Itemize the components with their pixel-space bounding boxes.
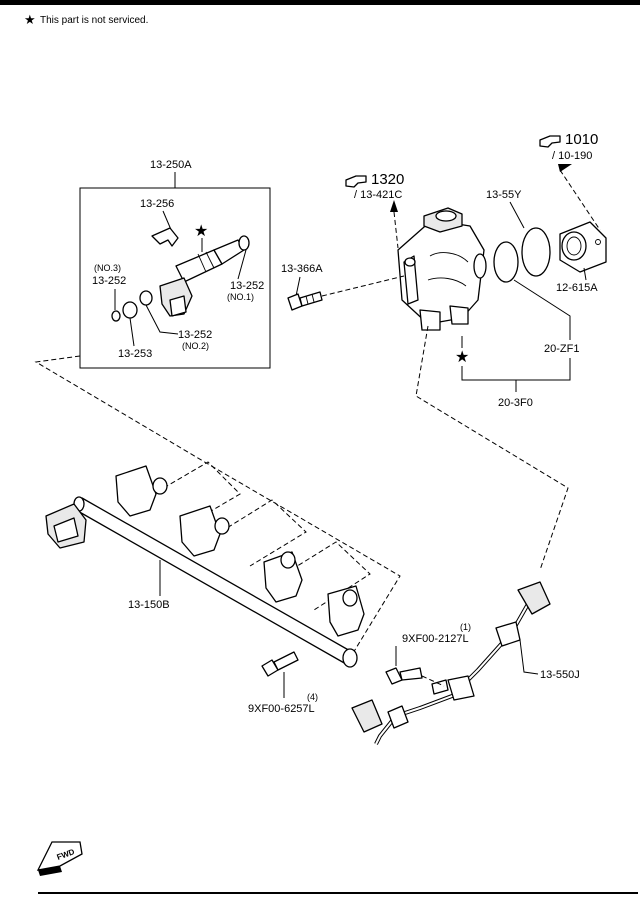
label-no3: (NO.3) bbox=[94, 263, 121, 273]
qty-4: (4) bbox=[307, 692, 318, 702]
lifter-12-615A bbox=[559, 221, 607, 273]
label-13-252-no2: 13-252 bbox=[178, 329, 212, 341]
label-13-253: 13-253 bbox=[118, 348, 152, 360]
label-20-3F0: 20-3F0 bbox=[498, 397, 533, 409]
arrow-1010 bbox=[558, 164, 572, 172]
note-star: ★ bbox=[24, 12, 36, 27]
label-13-256: 13-256 bbox=[140, 198, 174, 210]
star-injector: ★ bbox=[194, 223, 208, 240]
bolt-9XF00-6257L bbox=[261, 651, 299, 677]
label-12-615A: 12-615A bbox=[556, 282, 598, 294]
oring-13-55Y bbox=[521, 227, 551, 277]
washer-13-253 bbox=[122, 301, 138, 319]
qty-1: (1) bbox=[460, 622, 471, 632]
oring-20-ZF1 bbox=[493, 241, 519, 283]
star-pump: ★ bbox=[455, 349, 469, 366]
ref-1010: 1010 bbox=[565, 131, 598, 148]
oring-no3 bbox=[111, 310, 121, 322]
top-rule bbox=[0, 0, 640, 5]
note-text: This part is not serviced. bbox=[40, 15, 148, 26]
label-9XF00-6257L: 9XF00-6257L bbox=[248, 703, 315, 715]
high-pressure-pump bbox=[397, 207, 487, 331]
label-no2: (NO.2) bbox=[182, 341, 209, 351]
label-13-550J: 13-550J bbox=[540, 669, 580, 681]
label-13-252-no3: 13-252 bbox=[92, 275, 126, 287]
arrow-1320 bbox=[390, 200, 398, 212]
injector bbox=[159, 235, 250, 317]
oring-no2 bbox=[139, 290, 153, 306]
hand-pointer-icon-1010 bbox=[539, 135, 561, 148]
hand-pointer-icon-1320 bbox=[345, 175, 367, 188]
clip-13-256 bbox=[151, 227, 179, 247]
ref-1320: 1320 bbox=[371, 171, 404, 188]
label-13-252-no1: 13-252 bbox=[230, 280, 264, 292]
label-no1: (NO.1) bbox=[227, 292, 254, 302]
label-13-250A: 13-250A bbox=[150, 159, 192, 171]
label-20-ZF1: 20-ZF1 bbox=[544, 343, 579, 355]
label-9XF00-2127L: 9XF00-2127L bbox=[402, 633, 469, 645]
label-13-366A: 13-366A bbox=[281, 263, 323, 275]
leader-20-3F0 bbox=[461, 358, 571, 381]
kit-box bbox=[79, 187, 271, 369]
ref-1320-sub: / 13-421C bbox=[354, 189, 402, 201]
fuel-rail-13-150B bbox=[45, 465, 365, 668]
dash-kit-to-rail bbox=[34, 355, 401, 659]
ref-1010-sub: / 10-190 bbox=[552, 150, 592, 162]
bolt-9XF00-2127L bbox=[385, 667, 423, 685]
label-13-150B: 13-150B bbox=[128, 599, 170, 611]
dash-pump-to-pipe bbox=[415, 325, 569, 571]
label-13-55Y: 13-55Y bbox=[486, 189, 522, 201]
fwd-arrow-icon bbox=[36, 841, 83, 876]
fuel-pipe-13-550J bbox=[351, 581, 551, 745]
bolt-13-366A bbox=[287, 291, 323, 311]
bottom-rule bbox=[38, 892, 638, 894]
